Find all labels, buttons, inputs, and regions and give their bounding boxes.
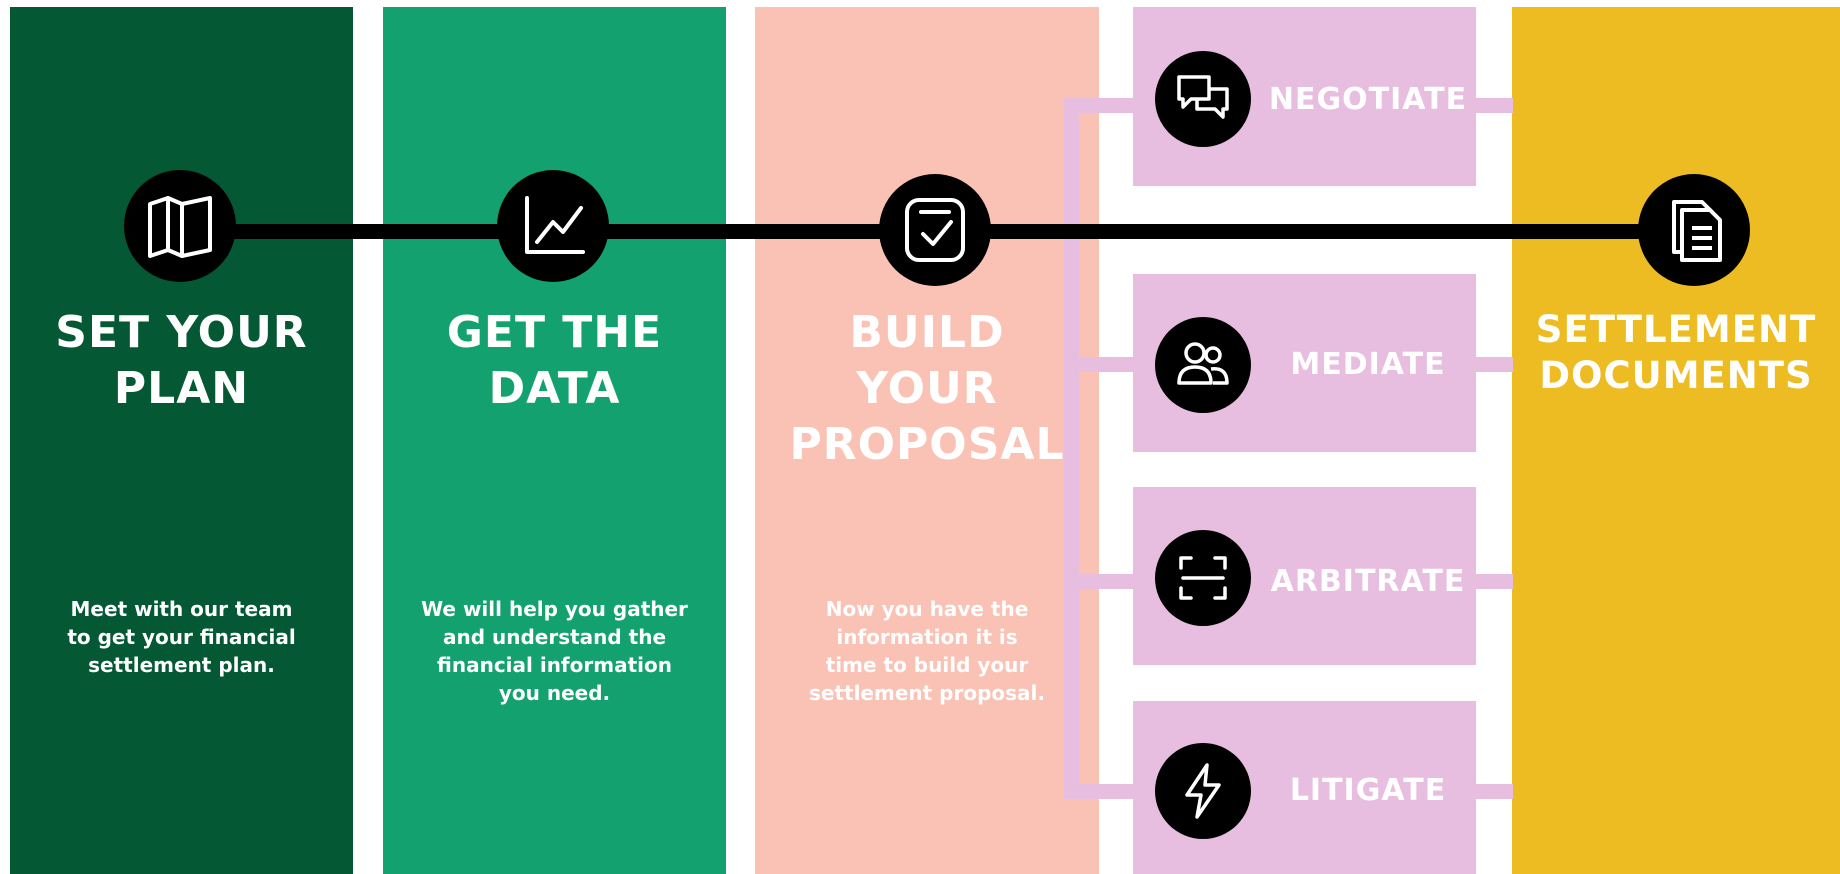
option-label-litigate: LITIGATE [1289,773,1447,808]
stage-title-set-your-plan: SET YOUR PLAN [55,307,308,414]
option-label-arbitrate: ARBITRATE [1270,564,1466,599]
options-trunk-connector [1064,98,1079,799]
line-chart-icon [497,170,609,282]
litigate-branch-connector [1064,784,1134,799]
mediate-settlement-connector [1476,357,1513,372]
focus-frame-icon [1155,530,1251,626]
stage-title-get-the-data: GET THE DATA [446,307,663,414]
negotiate-settlement-connector [1476,98,1513,113]
litigate-settlement-connector [1476,784,1513,799]
stage-title-build-your-proposal: BUILD YOUR PROPOSAL [789,307,1065,470]
stage-description-set-your-plan: Meet with our team to get your financial… [67,597,296,677]
arbitrate-settlement-connector [1476,574,1513,589]
arbitrate-branch-connector [1064,574,1134,589]
option-label-negotiate: NEGOTIATE [1268,82,1468,117]
stage-description-get-the-data: We will help you gather and understand t… [421,597,688,705]
stage-description-build-your-proposal: Now you have the information it is time … [808,597,1045,705]
map-icon [124,170,236,282]
lightning-icon [1155,743,1251,839]
stage-column-set-your-plan [10,7,353,874]
negotiate-branch-connector [1064,98,1134,113]
stage-title-settlement-documents: SETTLEMENT DOCUMENTS [1535,308,1817,397]
documents-icon [1638,174,1750,286]
checklist-icon [879,174,991,286]
people-icon [1155,317,1251,413]
stage-column-build-your-proposal [755,7,1099,874]
chat-bubbles-icon [1155,51,1251,147]
stage-column-settlement-documents [1512,7,1840,874]
stage-column-get-the-data [383,7,726,874]
option-label-mediate: MEDIATE [1290,347,1446,382]
mediate-branch-connector [1064,357,1134,372]
